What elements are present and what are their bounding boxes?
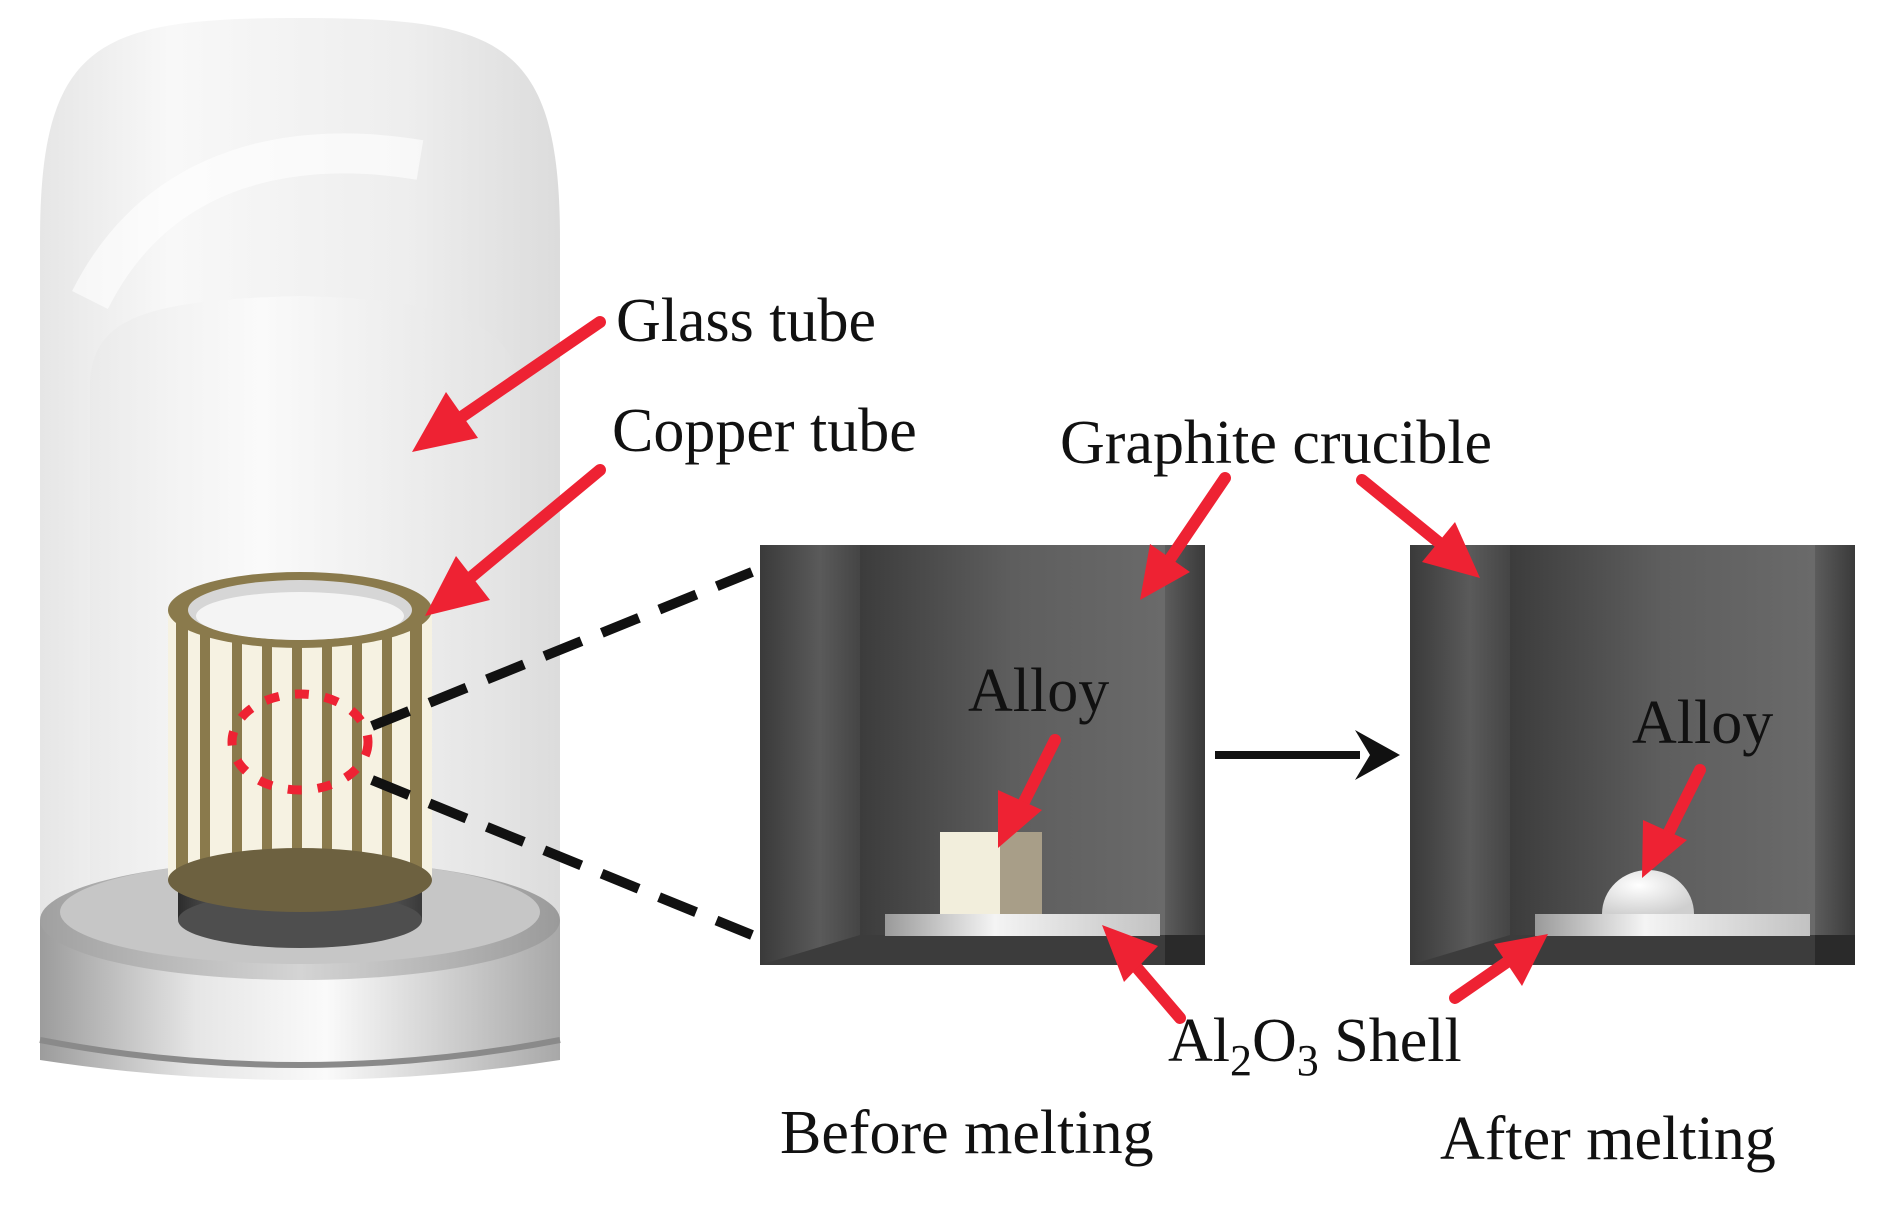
shell-suffix: Shell	[1318, 1007, 1462, 1075]
glass-tube-pointer	[454, 316, 606, 424]
alloy-after-pointer	[1659, 764, 1706, 846]
shell-sub1: 2	[1230, 1036, 1252, 1085]
alloy-after-label: Alloy	[1632, 689, 1774, 757]
alumina-shell-before	[885, 914, 1160, 936]
after-melting-label: After melting	[1440, 1105, 1776, 1173]
shell-sub2: 3	[1296, 1036, 1319, 1085]
pointer-arrows	[412, 316, 1706, 1024]
shell-before-pointer	[1126, 956, 1186, 1024]
copper-stripe	[262, 610, 272, 880]
alumina-shell-after	[1535, 914, 1810, 936]
sample-region-marker	[227, 689, 373, 795]
crucible-before-pointer	[1162, 472, 1231, 568]
copper-stripe	[200, 610, 210, 880]
graphite-crucible-label: Graphite crucible	[1060, 409, 1493, 477]
copper-stripe	[176, 610, 188, 880]
copper-stripe	[292, 610, 302, 880]
crucible-before	[760, 545, 1205, 965]
copper-tube-label: Copper tube	[612, 397, 917, 465]
process-arrow	[1215, 730, 1400, 780]
zoom-connector-bottom	[370, 775, 754, 940]
copper-stripe	[322, 610, 332, 880]
alloy-cube	[940, 832, 1042, 914]
alloy-before-label: Alloy	[968, 657, 1110, 725]
zoom-connector-top	[370, 567, 754, 731]
copper-tube-pointer	[464, 464, 606, 584]
alloy-before-pointer	[1014, 734, 1061, 816]
shell-mid: O	[1252, 1007, 1297, 1075]
copper-stripe	[410, 610, 422, 880]
copper-stripe	[382, 610, 392, 880]
crucible-after-pointer	[1356, 474, 1448, 551]
alumina-shell-label: Al2O3 Shell	[1168, 1010, 1462, 1083]
shell-after-pointer	[1449, 954, 1516, 1004]
before-melting-label: Before melting	[780, 1099, 1154, 1167]
copper-stripe	[232, 610, 242, 880]
shell-prefix: Al	[1168, 1007, 1230, 1075]
alloy-droplet	[1602, 870, 1694, 914]
copper-stripe	[352, 610, 362, 880]
copper-tube	[168, 572, 432, 912]
glass-tube-label: Glass tube	[616, 287, 877, 355]
